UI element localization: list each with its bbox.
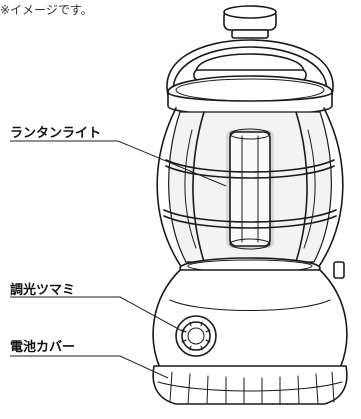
- handle-wire: [166, 39, 334, 96]
- leader-dimmer-knob: [10, 296, 185, 333]
- light-tube: [229, 131, 271, 247]
- leader-lantern-light: [10, 140, 227, 187]
- cage-ring-1: [165, 159, 335, 173]
- light-tube-top: [229, 128, 271, 140]
- cage-bar-2: [192, 111, 207, 269]
- cage-bar-1: [156, 107, 183, 269]
- cage-bar-3: [293, 111, 308, 269]
- top-knob-neck: [231, 29, 269, 39]
- label-lantern-light: ランタンライト: [10, 126, 102, 141]
- label-battery-cover: 電池カバー: [10, 340, 76, 355]
- cage-ring-1b: [165, 165, 335, 179]
- leader-battery-cover: [10, 355, 169, 379]
- handle-wire-inner: [172, 46, 328, 96]
- base-body: [152, 269, 348, 369]
- image-note: ※イメージです。: [0, 3, 93, 17]
- dimmer-knob: [181, 321, 211, 351]
- side-clip: [333, 261, 345, 279]
- top-knob-cap: [223, 5, 277, 19]
- cage-ring-2: [163, 209, 337, 223]
- cage-ring-2b: [163, 215, 337, 229]
- label-dimmer-knob: 調光ツマミ: [10, 283, 76, 298]
- battery-cover-ridges: [169, 371, 335, 405]
- light-tube-bottom: [229, 238, 271, 250]
- top-dome: [195, 53, 305, 73]
- cage-bar-4: [317, 107, 344, 269]
